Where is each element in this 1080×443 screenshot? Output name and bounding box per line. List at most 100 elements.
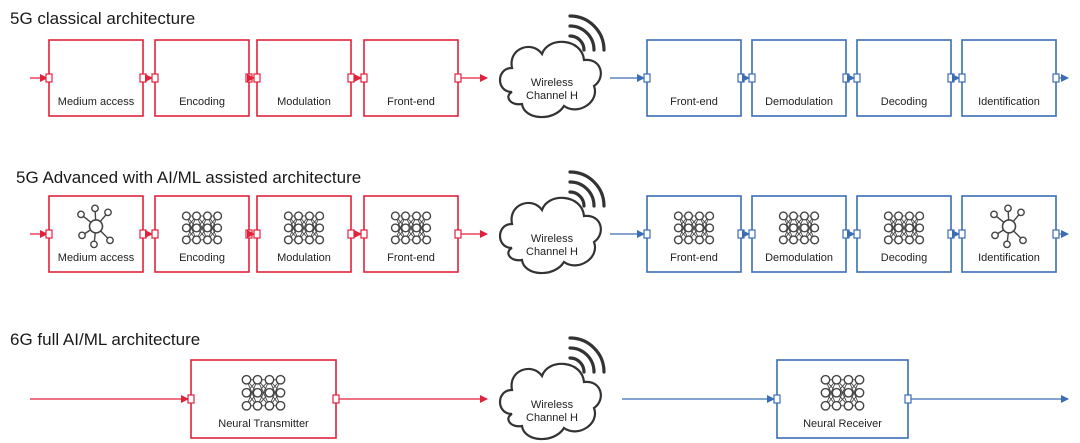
- block-label: Front-end: [670, 96, 718, 108]
- icon-node: [831, 400, 842, 411]
- signal-wave-icon: [568, 190, 586, 208]
- neural-network-icon: [778, 211, 820, 245]
- port: [853, 73, 861, 83]
- neural-network-icon: [883, 211, 925, 245]
- neural-network-icon: [390, 211, 432, 245]
- icon-node: [788, 235, 799, 245]
- port: [245, 73, 253, 83]
- icon-node: [181, 211, 191, 221]
- icon-node: [264, 387, 275, 398]
- port: [643, 229, 651, 239]
- icon-node: [390, 235, 400, 245]
- cloud-shape: [498, 40, 602, 119]
- icon-node: [252, 387, 263, 398]
- icon-node: [191, 223, 202, 233]
- block-label: Demodulation: [765, 252, 833, 264]
- rx-block: Demodulation: [748, 39, 850, 117]
- icon-node: [422, 235, 432, 245]
- block-label: Identification: [978, 252, 1040, 264]
- block-label: Front-end: [670, 252, 718, 264]
- channel-label-line2: Channel H: [526, 246, 578, 258]
- icon-node: [191, 211, 202, 221]
- tx-block: Medium access: [45, 195, 147, 273]
- block-label: Encoding: [179, 252, 225, 264]
- port: [958, 229, 966, 239]
- icon-node: [293, 223, 304, 233]
- port: [151, 229, 159, 239]
- hub-network-icon: [990, 204, 1027, 249]
- icon-node: [705, 211, 715, 221]
- icon-node: [1019, 236, 1027, 245]
- port: [245, 229, 253, 239]
- icon-node: [683, 223, 694, 233]
- icon-node: [241, 387, 252, 398]
- icon-node: [705, 235, 715, 245]
- channel-label-line2: Channel H: [526, 90, 578, 102]
- icon-node: [315, 235, 325, 245]
- icon-node: [264, 374, 275, 385]
- port: [842, 73, 850, 83]
- icon-node: [400, 223, 411, 233]
- port: [253, 229, 261, 239]
- icon-node: [990, 210, 998, 219]
- icon-node: [799, 211, 810, 221]
- port: [737, 73, 745, 83]
- icon-node: [843, 400, 854, 411]
- icon-node: [843, 374, 854, 385]
- icon-node: [673, 235, 683, 245]
- icon-node: [293, 235, 304, 245]
- icon-node: [264, 400, 275, 411]
- icon-node: [673, 211, 683, 221]
- icon-node: [831, 387, 842, 398]
- signal-wave-icon: [568, 170, 606, 208]
- icon-node: [915, 235, 925, 245]
- icon-node: [854, 387, 865, 398]
- icon-node: [181, 235, 191, 245]
- icon-node: [390, 211, 400, 221]
- icon-node: [104, 208, 112, 217]
- icon-node: [904, 223, 915, 233]
- block-label: Medium access: [58, 252, 135, 264]
- block-box: [154, 39, 250, 117]
- icon-node: [241, 374, 252, 385]
- icon-node: [893, 223, 904, 233]
- icon-node: [788, 211, 799, 221]
- icon-node: [1003, 240, 1011, 249]
- signal-wave-icon: [568, 356, 586, 374]
- port: [947, 229, 955, 239]
- tx-block: Medium access: [45, 39, 147, 117]
- icon-node: [904, 235, 915, 245]
- rx-block: Identification: [958, 195, 1060, 273]
- icon-node: [843, 387, 854, 398]
- port: [347, 73, 355, 83]
- channel-label-line2: Channel H: [526, 412, 578, 424]
- icon-node: [778, 211, 788, 221]
- port: [947, 73, 955, 83]
- port: [1052, 229, 1060, 239]
- icon-node: [275, 400, 286, 411]
- icon-node: [213, 211, 223, 221]
- block-label: Modulation: [277, 96, 331, 108]
- port: [187, 394, 195, 404]
- icon-node: [181, 223, 191, 233]
- icon-node: [1004, 204, 1012, 213]
- tx-block: Encoding: [151, 195, 253, 273]
- icon-node: [893, 211, 904, 221]
- icon-node: [213, 235, 223, 245]
- icon-node: [883, 223, 893, 233]
- port: [748, 229, 756, 239]
- icon-node: [683, 211, 694, 221]
- block-label: Demodulation: [765, 96, 833, 108]
- icon-node: [694, 223, 705, 233]
- icon-node: [810, 223, 820, 233]
- block-label: Identification: [978, 96, 1040, 108]
- signal-wave-icon: [568, 24, 596, 52]
- block-label: Neural Transmitter: [218, 418, 309, 430]
- icon-node: [883, 235, 893, 245]
- icon-node: [390, 223, 400, 233]
- port: [151, 73, 159, 83]
- cloud-shape: [498, 196, 602, 275]
- icon-node: [283, 223, 293, 233]
